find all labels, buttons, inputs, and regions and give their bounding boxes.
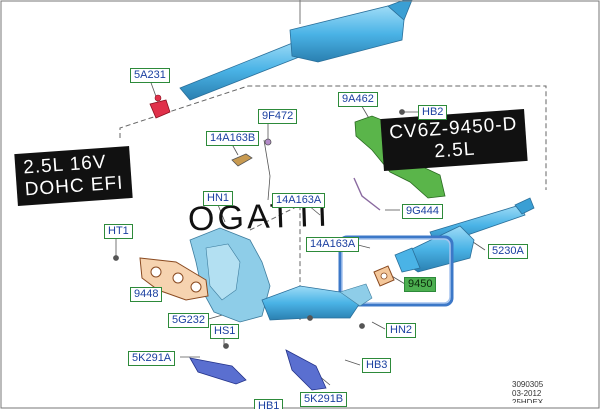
callout-HN2: HN2 bbox=[386, 323, 417, 338]
hanger-isolator bbox=[149, 94, 171, 119]
reference-block: 3090305 03-2012 25HDEX bbox=[512, 380, 543, 403]
callout-9450: 9450 bbox=[404, 277, 437, 292]
bracket-5k291a bbox=[189, 357, 247, 385]
callout-14A163B: 14A163B bbox=[206, 131, 260, 146]
reference-number: 3090305 bbox=[512, 380, 544, 389]
rear-muffler bbox=[179, 0, 413, 101]
bracket-5k291b bbox=[285, 349, 327, 391]
front-pipe bbox=[394, 197, 535, 273]
callout-5230A: 5230A bbox=[488, 244, 528, 259]
highlight-box bbox=[338, 235, 454, 307]
part-number-banner: CV6Z-9450-D 2.5L bbox=[380, 109, 528, 171]
callout-5K291A: 5K291A bbox=[128, 351, 176, 366]
callout-HT1: HT1 bbox=[104, 224, 133, 239]
callout-HS1: HS1 bbox=[210, 324, 240, 339]
callout-9G444: 9G444 bbox=[402, 204, 444, 219]
group-outline-upper bbox=[119, 85, 547, 320]
reference-date: 03-2012 bbox=[512, 389, 542, 398]
callout-5G232: 5G232 bbox=[168, 313, 210, 328]
reference-code: 25HDEX bbox=[512, 398, 544, 403]
callout-9448: 9448 bbox=[130, 287, 163, 302]
callout-HB2: HB2 bbox=[418, 105, 448, 120]
callout-5A231: 5A231 bbox=[130, 68, 170, 83]
callout-9F472: 9F472 bbox=[258, 109, 298, 124]
callout-HB3: HB3 bbox=[362, 358, 392, 373]
callout-14A163A-lower: 14A163A bbox=[306, 237, 360, 252]
manifold-gasket-9448 bbox=[139, 257, 209, 301]
gasket-9450 bbox=[373, 265, 395, 287]
callout-9A462: 9A462 bbox=[338, 92, 378, 107]
callout-5K291B: 5K291B bbox=[300, 392, 348, 407]
callout-14A163A-upper: 14A163A bbox=[272, 193, 326, 208]
oxygen-sensors bbox=[113, 109, 405, 349]
callout-HB1: HB1 bbox=[254, 399, 284, 409]
engine-banner: 2.5L 16V DOHC EFI bbox=[14, 146, 133, 206]
callout-HN1: HN1 bbox=[203, 191, 234, 206]
exhaust-manifold bbox=[189, 227, 373, 323]
